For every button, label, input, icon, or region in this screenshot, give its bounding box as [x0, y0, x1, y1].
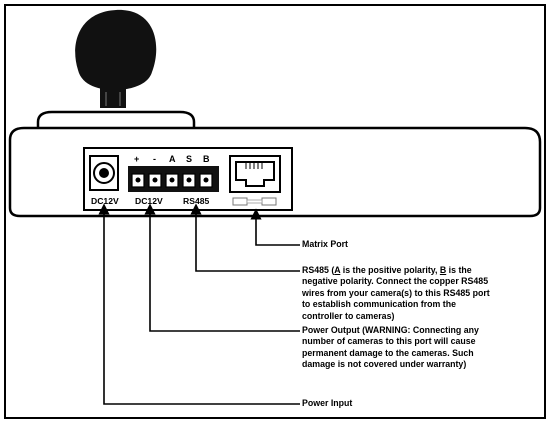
dc-power-jack — [89, 155, 119, 191]
callout-rs485-line5: controller to cameras) — [302, 310, 395, 321]
pin-label-a: A — [169, 154, 176, 164]
callout-rs485: RS485 (A is the positive polarity, B is … — [302, 265, 490, 322]
pin-label-b: B — [203, 154, 210, 164]
port-label-rs485: RS485 — [183, 196, 210, 206]
callout-rs485-line3: wires from your camera(s) to this RS485 … — [302, 287, 490, 298]
leader-power-input — [98, 203, 300, 405]
leader-rs485 — [190, 203, 300, 272]
joystick-base — [36, 110, 196, 130]
port-label-power-input: DC12V — [91, 196, 119, 206]
callout-power-output-line4: damage is not covered under warranty) — [302, 359, 467, 370]
pin-label-plus: + — [134, 154, 140, 164]
callout-power-input: Power Input — [302, 398, 353, 408]
callout-power-output: Power Output (WARNING: Connecting any nu… — [302, 325, 479, 371]
callout-rs485-line4: to establish communication from the — [302, 299, 456, 310]
rj45-port-icon — [229, 155, 281, 206]
pin-label-minus: - — [153, 154, 156, 164]
joystick-icon — [75, 9, 157, 108]
pin-label-s: S — [186, 154, 193, 164]
callout-matrix-port: Matrix Port — [302, 239, 348, 249]
leader-power-output — [144, 203, 300, 332]
callout-power-output-line1: Power Output (WARNING: Connecting any — [302, 325, 479, 335]
port-label-power-output: DC12V — [135, 196, 163, 206]
callout-rs485-line2: negative polarity. Connect the copper RS… — [302, 276, 489, 287]
callout-power-output-line2: number of cameras to this port will caus… — [302, 336, 476, 347]
diagram-frame — [4, 4, 546, 419]
leader-matrix-port — [250, 208, 300, 246]
callout-rs485-line1: RS485 (A is the positive polarity, B is … — [302, 265, 472, 275]
terminal-block — [128, 166, 219, 192]
callout-power-output-line3: permanent damage to the cameras. Such — [302, 347, 474, 358]
